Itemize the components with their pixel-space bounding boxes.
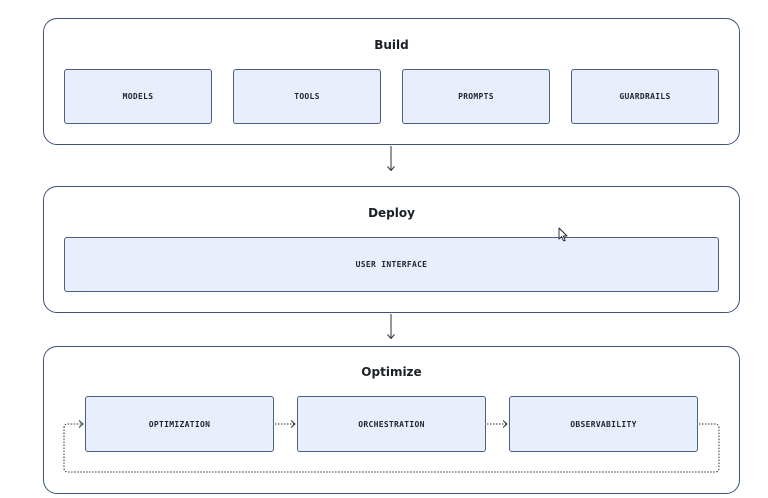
- arrow-orchestration-to-observability: [487, 420, 508, 428]
- optimize-item-optimization[interactable]: OPTIMIZATION: [85, 396, 274, 452]
- build-item-label: GUARDRAILS: [619, 92, 671, 101]
- arrow-optimization-to-orchestration: [275, 420, 296, 428]
- deploy-item-user-interface[interactable]: USER INTERFACE: [64, 237, 719, 292]
- deploy-title: Deploy: [368, 206, 415, 220]
- feedback-loop-arrow: [63, 420, 720, 473]
- build-item-label: PROMPTS: [458, 92, 494, 101]
- optimize-item-label: OPTIMIZATION: [148, 419, 211, 429]
- build-title: Build: [374, 38, 409, 52]
- optimize-item-observability[interactable]: OBSERVABILITY: [509, 396, 698, 452]
- build-item-guardrails[interactable]: GUARDRAILS: [571, 69, 719, 124]
- build-item-prompts[interactable]: PROMPTS: [402, 69, 550, 124]
- optimize-item-label: ORCHESTRATION: [358, 419, 425, 429]
- build-item-models[interactable]: MODELS: [64, 69, 212, 124]
- optimize-item-label: OBSERVABILITY: [570, 419, 637, 429]
- arrow-build-to-deploy: [387, 146, 395, 172]
- optimize-item-orchestration[interactable]: ORCHESTRATION: [297, 396, 486, 452]
- mouse-pointer-icon: [558, 227, 568, 242]
- build-item-label: MODELS: [122, 92, 154, 101]
- build-item-tools[interactable]: TOOLS: [233, 69, 381, 124]
- arrow-deploy-to-optimize: [387, 314, 395, 340]
- deploy-item-label: USER INTERFACE: [355, 260, 428, 269]
- optimize-title: Optimize: [361, 365, 422, 379]
- build-item-label: TOOLS: [294, 92, 320, 101]
